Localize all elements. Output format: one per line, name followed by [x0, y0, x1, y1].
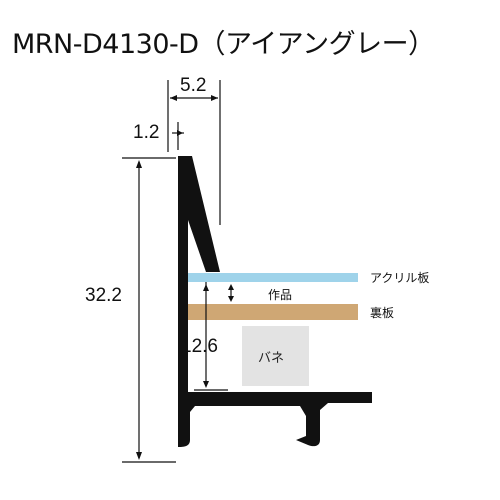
spring-block [242, 326, 309, 386]
dim-total-height: 32.2 [85, 285, 122, 306]
dim-depth: 12.6 [181, 336, 218, 357]
dim-top-width: 5.2 [180, 75, 206, 96]
acrylic-plate [188, 273, 358, 282]
frame-profile [178, 156, 372, 447]
dim-lip-width: 1.2 [133, 122, 159, 143]
label-artwork: 作品 [268, 288, 292, 302]
label-spring: バネ [258, 351, 284, 366]
diagram-title: MRN-D4130-D（アイアングレー） [12, 29, 435, 60]
label-backboard: 裏板 [370, 305, 394, 320]
backboard [188, 304, 358, 320]
label-acrylic: アクリル板 [370, 271, 429, 285]
